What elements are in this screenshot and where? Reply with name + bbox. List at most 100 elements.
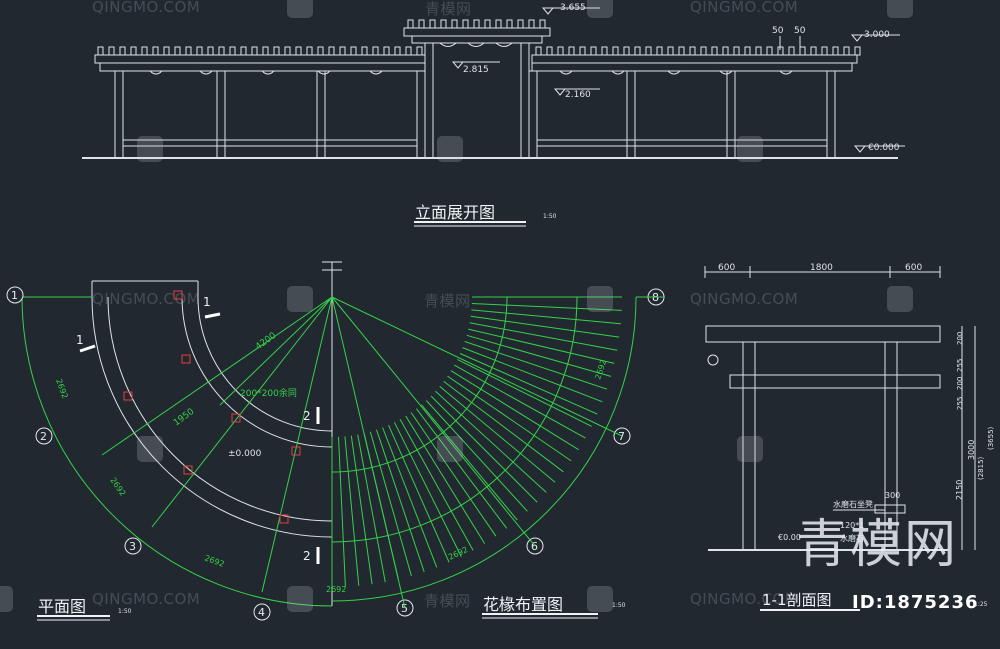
rafter-end xyxy=(350,46,357,56)
rafter-end xyxy=(506,19,513,29)
rafter-end xyxy=(317,46,324,56)
watermark-en-6: QINGMO.COM xyxy=(690,590,799,608)
watermark-cn-3: 青模网 xyxy=(424,592,471,610)
section-dim-1800: 1800 xyxy=(810,263,833,273)
watermark-logo-icon xyxy=(737,436,763,462)
rafter-end xyxy=(196,46,203,56)
section-dim-3000: 3000 xyxy=(967,440,976,460)
rafter-end xyxy=(810,46,817,56)
rafter-end xyxy=(416,46,423,56)
rafter-end xyxy=(568,46,575,56)
elevation-level-marks xyxy=(451,7,905,153)
rafter-line xyxy=(435,390,547,493)
rafter-end xyxy=(141,46,148,56)
rafter-end xyxy=(119,46,126,56)
rafter-line xyxy=(410,412,497,537)
watermark-logo-icon xyxy=(287,286,313,312)
rafter-end xyxy=(788,46,795,56)
rafter-line xyxy=(425,400,528,512)
rafter-end xyxy=(284,46,291,56)
rafter-line xyxy=(382,427,438,568)
watermark-logo-icon xyxy=(587,286,613,312)
rafter-purlin xyxy=(331,296,578,543)
axis-label-7: 7 xyxy=(618,430,625,443)
rafter-end xyxy=(700,46,707,56)
rafter-end xyxy=(854,46,861,56)
elevation-rafter-ends xyxy=(97,19,861,56)
rafter-end xyxy=(821,46,828,56)
rafter-line xyxy=(369,431,412,577)
rafter-end xyxy=(711,46,718,56)
watermark-logo-icon xyxy=(437,436,463,462)
level-3000: 3.000 xyxy=(864,30,890,40)
rafter-end xyxy=(484,19,491,29)
rafter-line xyxy=(399,419,474,551)
rafter-end xyxy=(361,46,368,56)
watermark-logo-icon xyxy=(587,586,613,612)
watermark-cn-2: 青模网 xyxy=(424,292,471,310)
rafter-end xyxy=(97,46,104,56)
dim-2692-d: 2692 xyxy=(326,585,346,594)
rafter-end xyxy=(678,46,685,56)
rafter-end xyxy=(163,46,170,56)
axis-label-1: 1 xyxy=(11,289,18,302)
section-scale: 1:25 xyxy=(974,601,988,608)
rafter-line xyxy=(344,436,360,586)
plan-drawing xyxy=(21,261,342,607)
rafter-end xyxy=(152,46,159,56)
section-label-level: €0.00 xyxy=(778,533,801,542)
dim-50-a: 50 xyxy=(772,26,784,36)
watermark-en-4: QINGMO.COM xyxy=(690,290,799,308)
rafter-end xyxy=(429,19,436,29)
rafter-end xyxy=(517,19,524,29)
rafter-end xyxy=(383,46,390,56)
rafter-end xyxy=(240,46,247,56)
rafter-line xyxy=(464,341,608,390)
rafter-end xyxy=(462,19,469,29)
rafter-end xyxy=(440,19,447,29)
elevation-title: 立面展开图 xyxy=(415,203,495,222)
level-2815: 2.815 xyxy=(463,65,489,75)
watermark-logo-icon xyxy=(587,0,613,18)
rafter-end xyxy=(207,46,214,56)
rafter-title: 花椽布置图 xyxy=(483,595,563,614)
plan-axis-bubbles xyxy=(6,286,665,621)
rafter-end xyxy=(295,46,302,56)
rafter-end xyxy=(557,46,564,56)
watermark-logo-icon xyxy=(0,586,13,612)
section-label-120: 120*1 xyxy=(840,521,864,530)
rafter-line xyxy=(447,375,572,462)
rafter-end xyxy=(174,46,181,56)
section-mark-2a: 2 xyxy=(303,409,311,423)
rafter-end xyxy=(667,46,674,56)
elevation-brackets xyxy=(149,42,793,75)
axis-label-4: 4 xyxy=(258,606,265,619)
watermark-logo-icon xyxy=(137,136,163,162)
rafter-line xyxy=(462,347,603,403)
rafter-end xyxy=(273,46,280,56)
rafter-end xyxy=(590,46,597,56)
section-mark-1b: 1 xyxy=(203,295,211,309)
rafter-end xyxy=(394,46,401,56)
rafter-end xyxy=(306,46,313,56)
rafter-end xyxy=(218,46,225,56)
watermark-big: 青模网 xyxy=(796,515,959,575)
rafter-end xyxy=(601,46,608,56)
rafter-line xyxy=(416,408,508,529)
rafter-end xyxy=(689,46,696,56)
rafter-end xyxy=(546,46,553,56)
elevation-drawing xyxy=(82,19,898,159)
rafter-end xyxy=(832,46,839,56)
rafter-line xyxy=(363,433,399,580)
section-label-terrazzo: 水磨石 xyxy=(840,533,864,543)
rafter-line xyxy=(450,370,579,451)
rafter-end xyxy=(372,46,379,56)
rafter-line xyxy=(376,429,425,573)
rafter-line xyxy=(470,315,620,338)
watermark-logo-icon xyxy=(287,0,313,18)
rafter-line xyxy=(471,309,621,325)
rafter-end xyxy=(722,46,729,56)
rafter-line xyxy=(388,424,450,563)
rafter-end xyxy=(799,46,806,56)
